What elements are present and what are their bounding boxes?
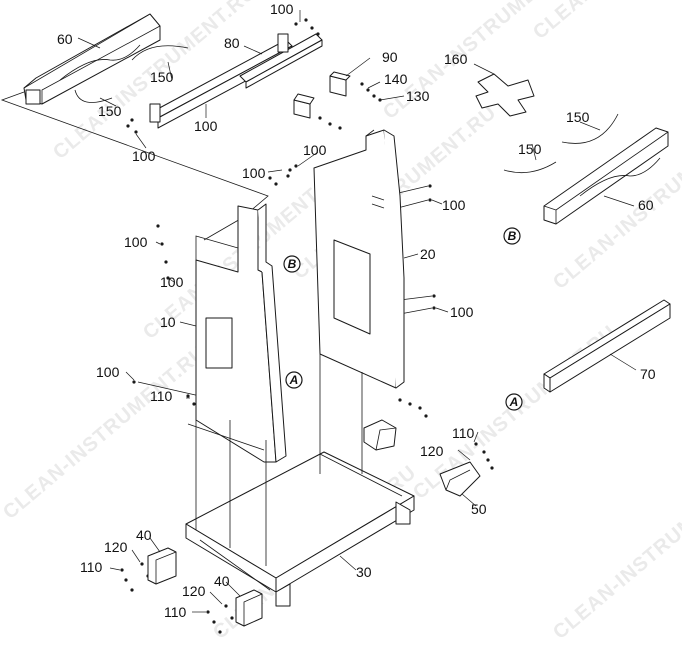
ref-marker-a-label: A bbox=[509, 395, 519, 409]
callout-150: 150 bbox=[566, 109, 590, 125]
callout-40: 40 bbox=[136, 527, 152, 543]
callout-50: 50 bbox=[471, 501, 487, 517]
bracket-50 bbox=[439, 461, 481, 497]
callout-150: 150 bbox=[518, 141, 542, 157]
bracket-90 bbox=[293, 71, 351, 119]
watermark: CLEAN-INSTRUMENT.RU bbox=[529, 0, 682, 44]
callout-100: 100 bbox=[242, 165, 266, 181]
callout-120: 120 bbox=[182, 583, 206, 599]
callout-120: 120 bbox=[420, 443, 444, 459]
clamp-160 bbox=[475, 73, 535, 117]
watermark: CLEAN-INSTRUMENT.RU bbox=[549, 461, 682, 644]
ref-marker-a bbox=[505, 393, 523, 411]
callout-150: 150 bbox=[150, 69, 174, 85]
panel-bracket bbox=[363, 419, 397, 451]
callout-100: 100 bbox=[194, 118, 218, 134]
callout-110: 110 bbox=[150, 388, 173, 404]
callout-100: 100 bbox=[96, 364, 120, 380]
callout-100: 100 bbox=[160, 274, 184, 290]
assembly-guide-line bbox=[0, 91, 269, 241]
callout-140: 140 bbox=[384, 71, 408, 87]
callout-30: 30 bbox=[356, 564, 372, 580]
rail-70 bbox=[543, 299, 671, 393]
callout-20: 20 bbox=[420, 246, 436, 262]
ref-marker-b bbox=[503, 227, 521, 245]
beam-60-right bbox=[543, 127, 669, 225]
top-rail-80 bbox=[149, 33, 323, 129]
reference-markers: A B B A bbox=[283, 227, 523, 411]
callout-110: 110 bbox=[164, 604, 187, 620]
strap-150 bbox=[561, 113, 619, 144]
callout-100: 100 bbox=[132, 148, 156, 164]
callout-100: 100 bbox=[303, 142, 327, 158]
callout-110: 110 bbox=[452, 425, 475, 441]
ref-marker-b bbox=[283, 255, 301, 273]
side-panel-10 bbox=[187, 203, 287, 463]
leader-lines bbox=[77, 10, 637, 613]
callout-160: 160 bbox=[444, 51, 468, 67]
ref-marker-b-label: B bbox=[288, 257, 297, 271]
callout-70: 70 bbox=[640, 366, 656, 382]
strap-150 bbox=[131, 45, 189, 61]
callout-100: 100 bbox=[442, 197, 466, 213]
callout-150: 150 bbox=[98, 103, 122, 119]
callout-60: 60 bbox=[57, 31, 73, 47]
callout-numbers: 60 150 150 100 80 90 140 130 100 100 160… bbox=[57, 1, 656, 620]
callout-110: 110 bbox=[80, 559, 103, 575]
callout-90: 90 bbox=[382, 49, 398, 65]
callout-10: 10 bbox=[160, 314, 176, 330]
callout-120: 120 bbox=[104, 539, 128, 555]
strap-150 bbox=[503, 161, 557, 174]
foot-bracket-40 bbox=[147, 547, 263, 627]
ref-marker-a bbox=[285, 371, 303, 389]
side-panel-20 bbox=[313, 129, 405, 389]
base-30 bbox=[185, 451, 415, 607]
strap-150 bbox=[74, 89, 113, 103]
callout-60: 60 bbox=[638, 197, 654, 213]
beam-60-left bbox=[23, 13, 161, 105]
callout-100: 100 bbox=[124, 234, 148, 250]
ref-marker-b-label: B bbox=[508, 229, 517, 243]
callout-100: 100 bbox=[270, 1, 294, 17]
assembly-guide-lines bbox=[195, 354, 363, 566]
ref-marker-a-label: A bbox=[289, 373, 299, 387]
callout-80: 80 bbox=[224, 35, 240, 51]
callout-40: 40 bbox=[214, 573, 230, 589]
callout-100: 100 bbox=[450, 304, 474, 320]
callout-130: 130 bbox=[406, 88, 430, 104]
